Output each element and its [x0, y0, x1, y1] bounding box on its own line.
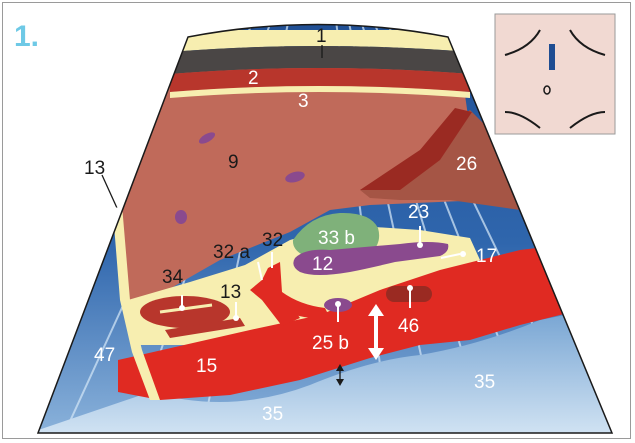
label-47: 47: [94, 345, 115, 366]
label-23: 23: [408, 202, 429, 223]
abdomen-probe-position-icon: [495, 14, 615, 134]
label-32a: 32 a: [213, 242, 250, 263]
label-15: 15: [196, 356, 217, 377]
label-17: 17: [476, 246, 497, 267]
label-13-lower: 13: [220, 282, 241, 303]
label-12: 12: [312, 254, 333, 275]
label-35-right: 35: [474, 372, 495, 393]
label-3: 3: [298, 91, 309, 112]
label-25b: 25 b: [312, 333, 349, 354]
label-35-bottom: 35: [262, 404, 283, 425]
liver-oval-3: [175, 210, 187, 224]
label-33b: 33 b: [318, 228, 355, 249]
label-34: 34: [162, 267, 184, 288]
label-26: 26: [456, 154, 477, 175]
label-13-upper: 13: [84, 158, 105, 179]
label-9: 9: [228, 152, 239, 173]
label-32: 32: [262, 230, 283, 251]
figure-number: 1.: [14, 20, 39, 53]
label-2: 2: [248, 68, 259, 89]
label-46: 46: [398, 316, 419, 337]
label-1: 1: [316, 26, 327, 47]
